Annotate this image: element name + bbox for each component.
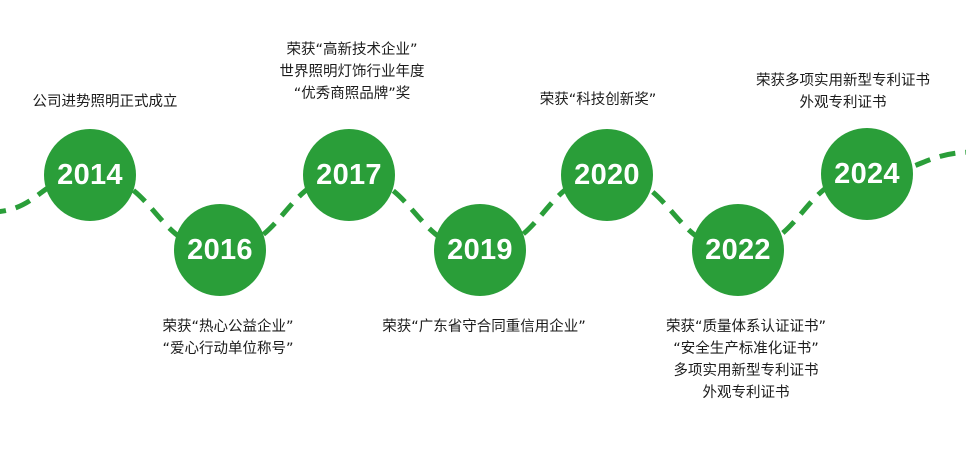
milestone-text-2024: 荣获多项实用新型专利证书 外观专利证书 — [756, 70, 930, 114]
milestone-text-2022: 荣获“质量体系认证证书” “安全生产标准化证书” 多项实用新型专利证书 外观专利… — [666, 316, 826, 404]
milestone-line: “安全生产标准化证书” — [673, 341, 819, 357]
milestone-text-2014: 公司进势照明正式成立 — [33, 91, 178, 113]
year-node-2020: 2020 — [561, 129, 653, 221]
year-label: 2020 — [574, 158, 640, 191]
milestone-line: 公司进势照明正式成立 — [32, 94, 178, 110]
year-node-2019: 2019 — [434, 204, 526, 296]
milestone-text-2016: 荣获“热心公益企业” “爱心行动单位称号” — [162, 316, 293, 360]
year-label: 2024 — [834, 157, 900, 190]
milestone-line: 荣获多项实用新型专利证书 — [756, 73, 930, 89]
year-node-2024: 2024 — [821, 128, 913, 220]
milestone-line: 荣获“科技创新奖” — [539, 92, 657, 108]
year-node-2022: 2022 — [692, 204, 784, 296]
milestone-text-2020: 荣获“科技创新奖” — [540, 89, 657, 111]
year-node-2017: 2017 — [303, 129, 395, 221]
year-label: 2016 — [187, 233, 253, 266]
milestone-line: 荣获“广东省守合同重信用企业” — [382, 319, 586, 335]
milestone-line: 外观专利证书 — [799, 95, 887, 111]
milestone-line: 荣获“热心公益企业” — [162, 319, 294, 335]
milestone-line: 荣获“质量体系认证证书” — [665, 319, 827, 335]
year-node-2016: 2016 — [174, 204, 266, 296]
milestone-line: 外观专利证书 — [702, 385, 790, 401]
milestone-text-2019: 荣获“广东省守合同重信用企业” — [382, 316, 586, 338]
milestone-text-2017: 荣获“高新技术企业” 世界照明灯饰行业年度 “优秀商照品牌”奖 — [280, 39, 425, 105]
year-label: 2017 — [316, 158, 382, 191]
year-node-2014: 2014 — [44, 129, 136, 221]
milestone-line: “优秀商照品牌”奖 — [293, 86, 411, 102]
milestone-line: 荣获“高新技术企业” — [286, 42, 418, 58]
year-label: 2014 — [57, 158, 123, 191]
milestone-line: 世界照明灯饰行业年度 — [279, 64, 425, 80]
year-label: 2019 — [447, 233, 513, 266]
milestone-line: “爱心行动单位称号” — [162, 341, 294, 357]
year-label: 2022 — [705, 233, 771, 266]
milestone-line: 多项实用新型专利证书 — [673, 363, 819, 379]
